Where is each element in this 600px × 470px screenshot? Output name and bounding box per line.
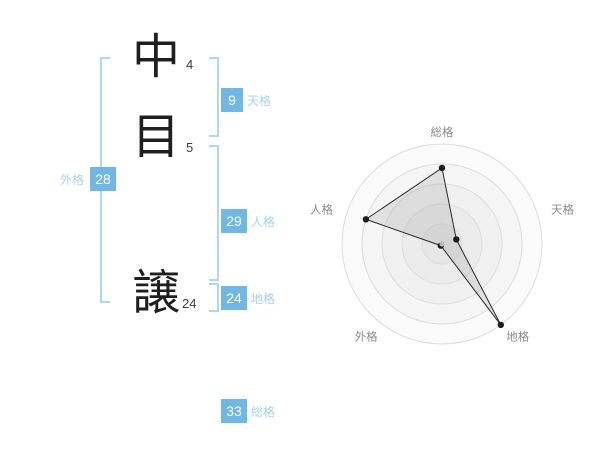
jinkaku-value-box: 29: [221, 209, 247, 233]
chikaku-value-box: 24: [221, 286, 247, 310]
radar-axis-label: 天格: [551, 202, 574, 216]
jinkaku-bracket: [209, 145, 219, 281]
gaikaku-label: 外格: [60, 173, 85, 187]
tenkaku-bracket: [209, 57, 219, 137]
name-char-2: 目: [132, 111, 181, 164]
radar-center-dot: [439, 241, 445, 247]
radar-vertex-dot: [362, 216, 370, 223]
stroke-count-1: 4: [186, 57, 194, 72]
radar-axis-label: 総格: [431, 125, 454, 139]
radar-vertex-dot: [438, 164, 446, 172]
jinkaku-label: 人格: [251, 215, 276, 229]
chikaku-bracket: [209, 283, 219, 312]
name-char-3: 譲: [132, 267, 181, 320]
soukaku-value-box: 33: [221, 399, 247, 423]
radar-axis-label: 地格: [506, 330, 529, 344]
stroke-count-3: 24: [182, 296, 197, 311]
soukaku-label: 総格: [251, 405, 276, 419]
chikaku-label: 地格: [251, 292, 276, 306]
radar-axis-label: 外格: [355, 330, 378, 344]
radar-axis-label: 人格: [310, 202, 333, 216]
tenkaku-label: 天格: [247, 94, 272, 108]
radar-vertex-dot: [497, 321, 504, 329]
tenkaku-value-box: 9: [221, 88, 243, 112]
stroke-count-2: 5: [186, 140, 194, 155]
radar-vertex-dot: [453, 236, 460, 243]
name-char-1: 中: [132, 31, 181, 84]
radar-data-polygon: [364, 167, 502, 326]
gaikaku-value-box: 28: [90, 167, 116, 191]
